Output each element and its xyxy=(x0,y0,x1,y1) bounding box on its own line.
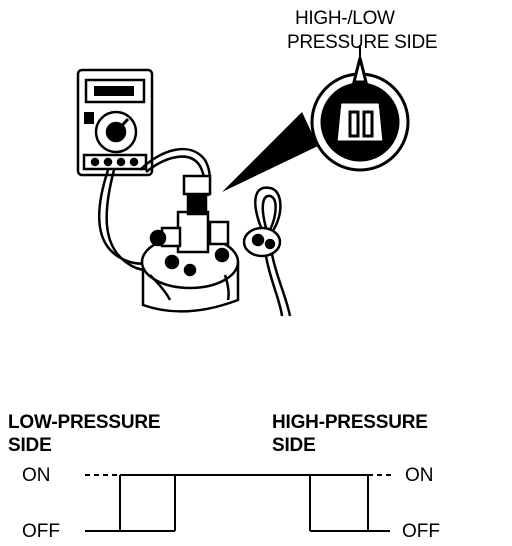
harness-connector xyxy=(242,186,292,317)
multimeter-icon xyxy=(76,68,154,177)
high-pressure-switch-trace xyxy=(309,474,392,532)
pressure-switch-assembly xyxy=(140,174,240,313)
high-side-off-label: OFF xyxy=(402,521,440,542)
low-side-on-label: ON xyxy=(22,465,51,486)
low-pressure-heading-line-1: LOW-PRESSURE xyxy=(8,412,161,433)
callout-line-1: HIGH-/LOW xyxy=(295,8,395,29)
low-side-off-label: OFF xyxy=(22,521,60,542)
low-pressure-heading-line-2: SIDE xyxy=(8,435,52,456)
low-pressure-switch-trace xyxy=(85,474,368,532)
high-pressure-heading-line-2: SIDE xyxy=(272,435,316,456)
high-side-on-label: ON xyxy=(405,465,434,486)
connector-closeup xyxy=(310,45,410,172)
high-pressure-heading-line-1: HIGH-PRESSURE xyxy=(272,412,428,433)
zoom-cone xyxy=(222,112,318,192)
callout-line-2: PRESSURE SIDE xyxy=(287,32,438,53)
